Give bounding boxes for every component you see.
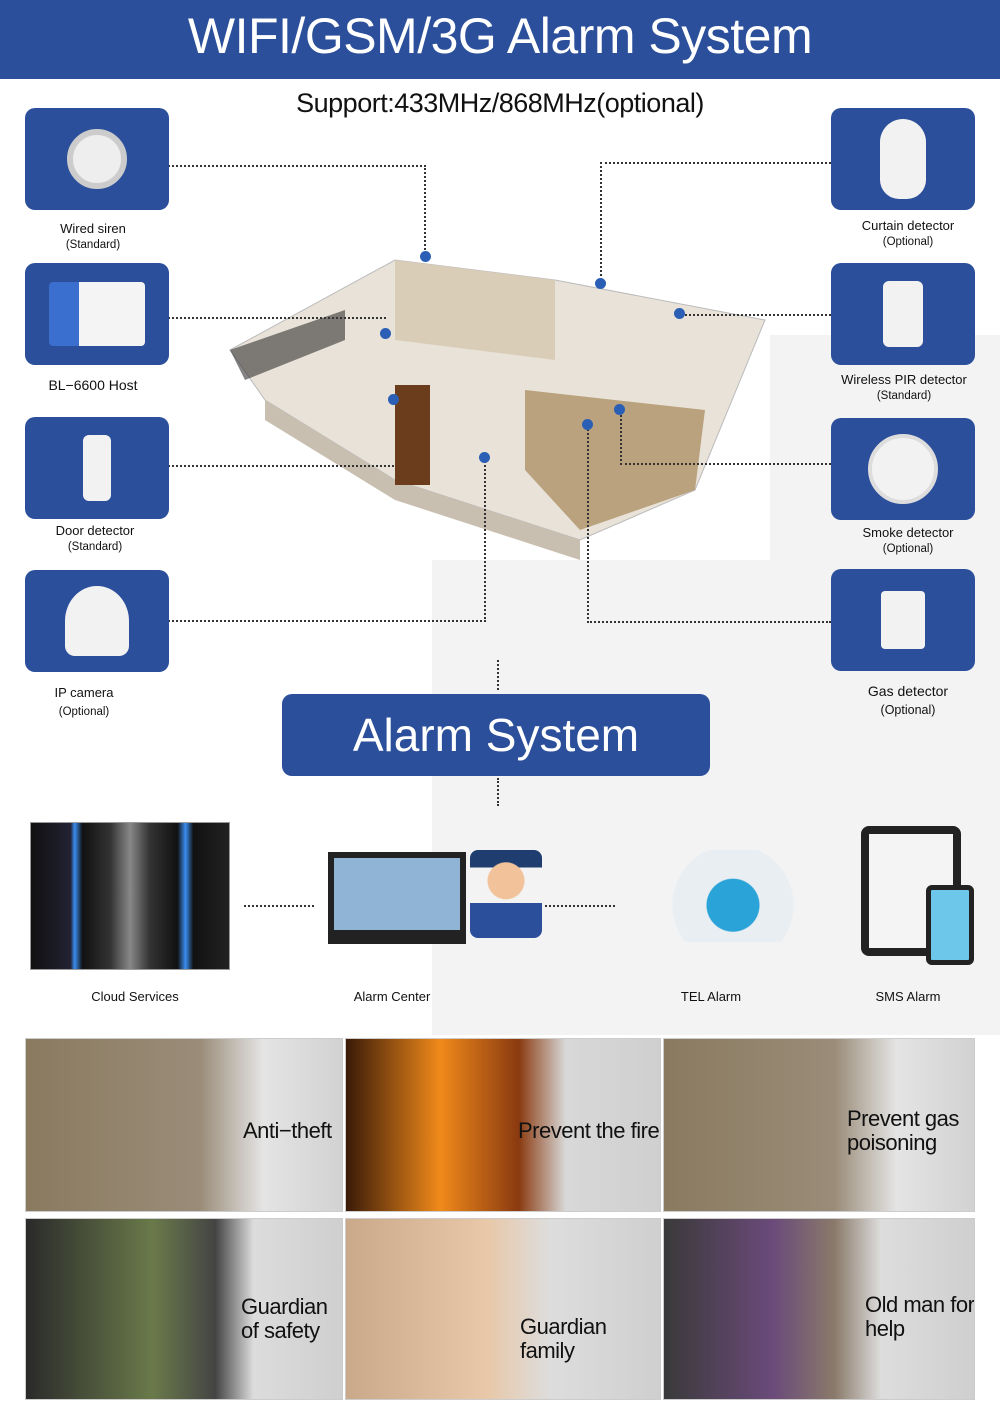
sensor-dot <box>479 452 490 463</box>
frequency-support: Support:433MHz/868MHz(optional) <box>296 88 704 118</box>
scenario-tile-fire: Prevent the fire <box>345 1038 661 1212</box>
smoke-sensor-icon <box>868 434 938 504</box>
door-sensor-icon <box>83 435 111 501</box>
connector-line <box>497 778 499 806</box>
wired-siren-card <box>25 108 169 210</box>
pir-detector-card <box>831 263 975 365</box>
sensor-dot <box>674 308 685 319</box>
monitor-image <box>328 852 466 944</box>
pir-sensor-icon <box>883 281 923 347</box>
scenario-tile-gas: Prevent gas poisoning <box>663 1038 975 1212</box>
sensor-dot <box>420 251 431 262</box>
device-label: Smoke detector(Optional) <box>862 525 954 555</box>
device-label: Door detector(Standard) <box>55 523 135 553</box>
curtain-sensor-icon <box>880 119 926 199</box>
ip-camera-card <box>25 570 169 672</box>
connector-line <box>497 660 499 690</box>
connector-line <box>168 620 486 622</box>
scenario-tile-old-man: Old man for help <box>663 1218 975 1400</box>
flow-arrow <box>244 905 314 907</box>
gas-sensor-icon <box>881 591 925 649</box>
cloud-server-image <box>30 822 230 970</box>
device-label: BL−6600 Host <box>48 377 138 393</box>
service-label: SMS Alarm <box>875 989 941 1004</box>
service-label: Alarm Center <box>353 989 431 1004</box>
device-label: Gas detector(Optional) <box>867 683 949 717</box>
siren-icon <box>67 129 127 189</box>
connector-line <box>587 425 831 623</box>
flow-arrow <box>545 905 615 907</box>
telephone-image <box>668 850 798 942</box>
door-detector-card <box>25 417 169 519</box>
camera-icon <box>65 586 129 656</box>
service-label: TEL Alarm <box>680 989 742 1004</box>
smoke-detector-card <box>831 418 975 520</box>
device-label: Curtain detector(Optional) <box>861 218 955 248</box>
sensor-dot <box>388 394 399 405</box>
connector-line <box>168 165 426 257</box>
scenario-tile-anti-theft: Anti−theft <box>25 1038 343 1212</box>
connector-line <box>600 162 831 284</box>
sensor-dot <box>614 404 625 415</box>
phone-image <box>926 885 974 965</box>
connector-line <box>168 317 386 319</box>
host-panel-icon <box>49 282 145 346</box>
alarm-system-banner: Alarm System <box>282 694 710 776</box>
gas-detector-card <box>831 569 975 671</box>
device-label: IP camera(Optional) <box>54 685 114 718</box>
page-title: WIFI/GSM/3G Alarm System <box>0 0 1000 79</box>
device-label: Wired siren(Standard) <box>60 221 126 251</box>
connector-line <box>680 314 831 316</box>
connector-line <box>620 410 831 465</box>
scenario-tile-safety: Guardian of safety <box>25 1218 343 1400</box>
police-officer-icon <box>470 850 542 938</box>
sensor-dot <box>582 419 593 430</box>
service-label: Cloud Services <box>91 989 179 1004</box>
curtain-detector-card <box>831 108 975 210</box>
scenario-tile-family: Guardian family <box>345 1218 661 1400</box>
host-card <box>25 263 169 365</box>
connector-line <box>168 465 394 467</box>
device-label: Wireless PIR detector(Standard) <box>841 372 967 402</box>
house-floorplan-image <box>229 259 766 560</box>
connector-line <box>484 458 486 622</box>
sensor-dot <box>380 328 391 339</box>
sensor-dot <box>595 278 606 289</box>
